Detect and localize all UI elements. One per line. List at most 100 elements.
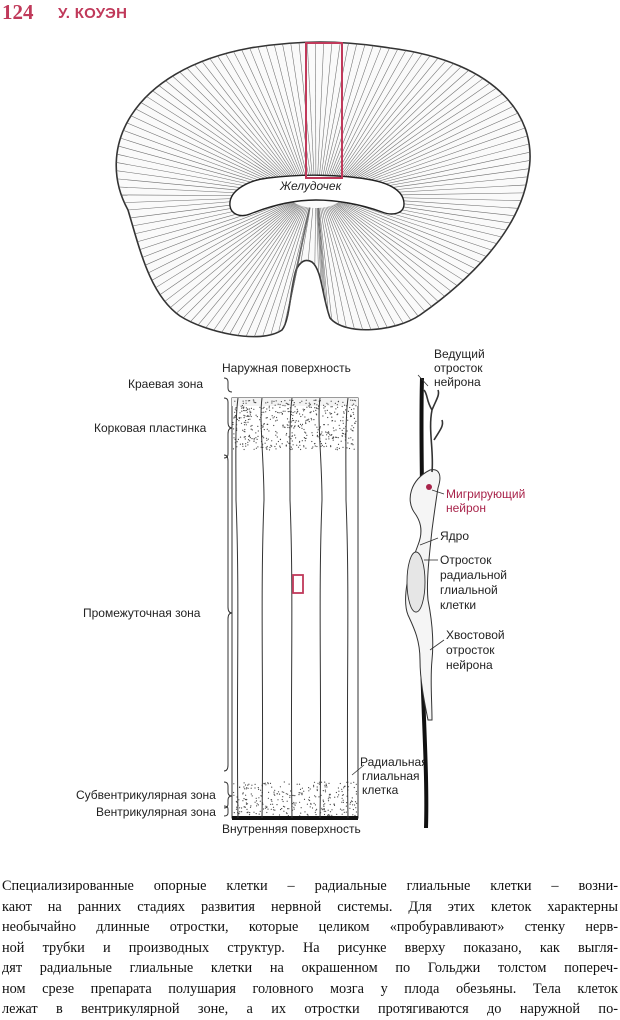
stipple-dot <box>351 443 352 444</box>
stipple-dot <box>241 406 242 407</box>
stipple-dot <box>245 799 246 800</box>
stipple-dot <box>356 803 357 804</box>
stipple-dot <box>235 407 236 408</box>
stipple-dot <box>245 443 246 444</box>
stipple-dot <box>305 423 306 424</box>
stipple-dot <box>259 814 260 815</box>
stipple-dot <box>265 806 266 807</box>
stipple-dot <box>352 400 353 401</box>
stipple-dot <box>326 784 327 785</box>
stipple-dot <box>280 439 281 440</box>
stipple-dot <box>246 424 247 425</box>
stipple-dot <box>271 440 272 441</box>
stipple-dot <box>300 416 301 417</box>
stipple-dot <box>299 427 300 428</box>
stipple-dot <box>293 802 294 803</box>
stipple-dot <box>274 446 275 447</box>
stipple-dot <box>312 435 313 436</box>
stipple-dot <box>256 448 257 449</box>
stipple-dot <box>286 433 287 434</box>
stipple-dot <box>350 802 351 803</box>
stipple-dot <box>243 401 244 402</box>
stipple-dot <box>242 430 243 431</box>
stipple-dot <box>288 808 289 809</box>
stipple-dot <box>325 406 326 407</box>
stipple-dot <box>304 409 305 410</box>
stipple-dot <box>293 412 294 413</box>
stipple-dot <box>244 422 245 423</box>
stipple-dot <box>258 789 259 790</box>
body-line-2: кают на ранних стадиях развития нервной … <box>2 897 618 918</box>
stipple-dot <box>328 436 329 437</box>
stipple-dot <box>244 806 245 807</box>
stipple-dot <box>247 785 248 786</box>
zone-intermediate: Промежуточная зона <box>83 606 201 620</box>
stipple-dot <box>303 446 304 447</box>
stipple-dot <box>317 432 318 433</box>
stipple-dot <box>338 444 339 445</box>
stipple-dot <box>342 798 343 799</box>
stipple-dot <box>235 416 236 417</box>
stipple-dot <box>248 788 249 789</box>
stipple-dot <box>306 400 307 401</box>
stipple-dot <box>260 811 261 812</box>
stipple-dot <box>299 413 300 414</box>
stipple-dot <box>256 442 257 443</box>
stipple-dot <box>311 411 312 412</box>
stipple-dot <box>344 413 345 414</box>
stipple-dot <box>298 447 299 448</box>
stipple-dot <box>273 814 274 815</box>
stipple-dot <box>315 445 316 446</box>
stipple-dot <box>275 435 276 436</box>
stipple-dot <box>323 808 324 809</box>
stipple-dot <box>315 796 316 797</box>
stipple-dot <box>275 411 276 412</box>
stipple-dot <box>283 411 284 412</box>
stipple-dot <box>256 798 257 799</box>
stipple-dot <box>325 443 326 444</box>
body-text: Специализированные опорные клетки – ради… <box>2 876 618 1020</box>
stipple-dot <box>302 424 303 425</box>
stipple-dot <box>304 799 305 800</box>
stipple-dot <box>288 411 289 412</box>
stipple-dot <box>328 810 329 811</box>
stipple-dot <box>343 428 344 429</box>
stipple-dot <box>238 439 239 440</box>
glia-process-label-3: глиальной <box>440 583 498 597</box>
stipple-dot <box>322 415 323 416</box>
stipple-dot <box>240 444 241 445</box>
stipple-dot <box>287 427 288 428</box>
stipple-dot <box>318 796 319 797</box>
stipple-dot <box>344 405 345 406</box>
stipple-dot <box>353 408 354 409</box>
stipple-dot <box>265 411 266 412</box>
stipple-dot <box>335 437 336 438</box>
stipple-dot <box>291 447 292 448</box>
stipple-dot <box>292 400 293 401</box>
stipple-dot <box>344 812 345 813</box>
stipple-dot <box>304 416 305 417</box>
stipple-dot <box>329 794 330 795</box>
stipple-dot <box>239 787 240 788</box>
stipple-dot <box>317 786 318 787</box>
stipple-dot <box>338 794 339 795</box>
stipple-dot <box>325 790 326 791</box>
stipple-dot <box>331 815 332 816</box>
stipple-dot <box>290 438 291 439</box>
body-line-1: Специализированные опорные клетки – ради… <box>2 876 618 897</box>
stipple-dot <box>296 413 297 414</box>
stipple-dot <box>246 809 247 810</box>
stipple-dot <box>344 786 345 787</box>
stipple-dot <box>306 420 307 421</box>
stipple-dot <box>265 783 266 784</box>
stipple-dot <box>342 420 343 421</box>
stipple-dot <box>289 795 290 796</box>
stipple-dot <box>244 415 245 416</box>
stipple-dot <box>242 444 243 445</box>
stipple-dot <box>293 807 294 808</box>
stipple-dot <box>353 782 354 783</box>
stipple-dot <box>334 412 335 413</box>
stipple-dot <box>341 802 342 803</box>
stipple-dot <box>271 402 272 403</box>
stipple-dot <box>322 445 323 446</box>
